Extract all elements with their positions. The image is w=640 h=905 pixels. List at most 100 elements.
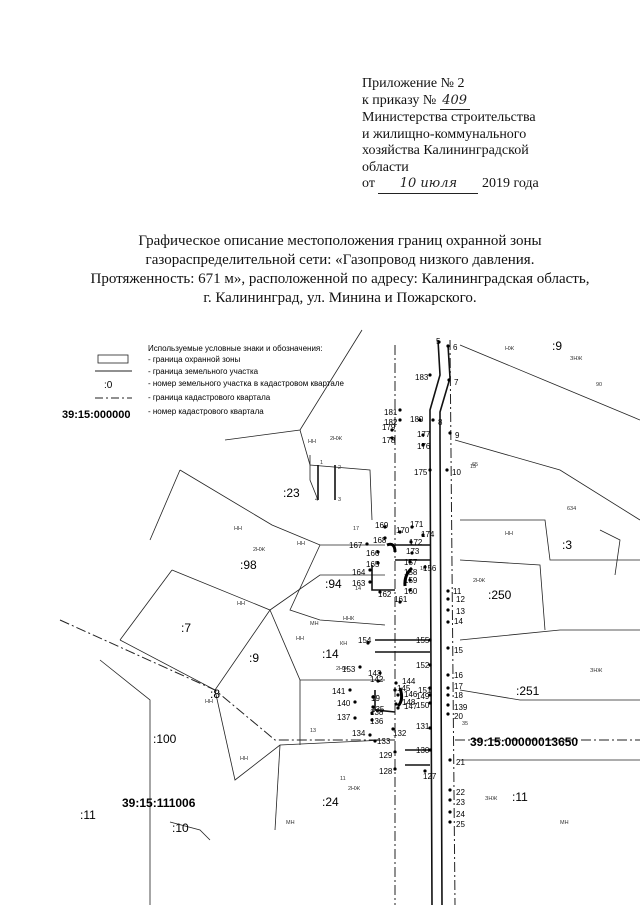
boundary-point-marker — [410, 525, 414, 529]
misc-label: 634 — [567, 506, 576, 512]
legend-item-1: - граница охранной зоны — [148, 355, 241, 364]
boundary-point-marker — [408, 569, 412, 573]
boundary-point-marker — [368, 580, 372, 584]
boundary-point-label: 16 — [454, 671, 463, 680]
date-handwritten: 10 июля — [378, 176, 479, 194]
misc-label: 15 — [470, 464, 476, 470]
boundary-point-label: 139 — [454, 703, 468, 712]
order-number-handwritten: 409 — [439, 93, 470, 110]
boundary-point-label: 18 — [454, 691, 463, 700]
misc-label: ЗНЖ — [590, 668, 602, 674]
legend-item-5: - номер кадастрового квартала — [148, 407, 264, 416]
boundary-point-marker — [446, 712, 450, 716]
document-title: Графическое описание местоположения гран… — [60, 232, 620, 308]
boundary-point-label: 171 — [410, 520, 424, 529]
boundary-point-label: 148 — [402, 698, 416, 707]
boundary-point-label: 147 — [404, 702, 418, 711]
misc-label: НН — [234, 526, 242, 532]
appendix-order-line: к приказу № 409 — [362, 93, 622, 110]
boundary-point-label: 146 — [404, 690, 418, 699]
misc-label: 2НЖ — [253, 547, 265, 553]
appendix-line-1: Приложение № 2 — [362, 76, 465, 91]
boundary-point-label: 12 — [456, 595, 465, 604]
boundary-point-marker — [390, 428, 394, 432]
parcel-label: :23 — [283, 486, 300, 500]
boundary-point-label: 144 — [402, 677, 416, 686]
misc-label: 3 — [338, 497, 341, 503]
boundary-point-marker — [409, 540, 413, 544]
misc-label: 2НЖ — [330, 436, 342, 442]
boundary-point-label: 141 — [332, 687, 346, 696]
misc-label: 90 — [596, 382, 602, 388]
boundary-point-marker — [418, 418, 422, 422]
boundary-point-label: 10 — [452, 468, 461, 477]
boundary-point-label: 183 — [415, 373, 429, 382]
boundary-point-marker — [446, 693, 450, 697]
legend: Используемые условные знаки и обозначени… — [62, 344, 345, 421]
boundary-point-marker — [378, 590, 382, 594]
title-line-1: Графическое описание местоположения гран… — [138, 233, 542, 249]
boundary-point-label: 130 — [416, 746, 430, 755]
boundary-point-marker — [408, 560, 412, 564]
boundary-point-label: 135 — [371, 705, 385, 714]
legend-zone-swatch — [97, 354, 129, 364]
boundary-point-label: 164 — [352, 568, 366, 577]
boundary-point-marker — [371, 705, 375, 709]
legend-symbol-quarter: 39:15:000000 — [62, 409, 131, 421]
boundary-point-label: 154 — [358, 636, 372, 645]
misc-label: 2НЖ — [473, 578, 485, 584]
misc-label: 65 — [472, 462, 478, 468]
boundary-point-marker — [393, 750, 397, 754]
boundary-point-label: 160 — [404, 587, 418, 596]
boundary-point-marker — [446, 646, 450, 650]
boundary-point-label: 156 — [423, 564, 437, 573]
boundary-point-marker — [446, 344, 450, 348]
boundary-point-marker — [370, 718, 374, 722]
boundary-point-label: 165 — [366, 560, 380, 569]
misc-label: ЗНЖ — [570, 356, 582, 362]
boundary-point-marker — [398, 600, 402, 604]
boundary-point-label: 153 — [342, 665, 356, 674]
boundary-point-marker — [428, 726, 432, 730]
boundary-point-marker — [378, 671, 382, 675]
boundary-point-marker — [376, 561, 380, 565]
boundary-point-label: 168 — [373, 536, 387, 545]
appendix-line-3: Министерства строительства — [362, 110, 536, 125]
boundary-point-marker — [398, 530, 402, 534]
boundary-point-label: 162 — [378, 590, 392, 599]
boundary-point-label: 149 — [416, 692, 430, 701]
misc-label: МН — [560, 820, 569, 826]
legend-item-4: - граница кадастрового квартала — [148, 393, 271, 402]
boundary-point-marker — [421, 433, 425, 437]
misc-label: 13 — [310, 728, 316, 734]
boundary-point-marker — [393, 688, 397, 692]
zone-corners-bold — [386, 542, 414, 708]
quarter-label: 39:15:111006 — [122, 796, 196, 810]
parcel-boundaries — [99, 329, 640, 905]
misc-label: 2НЖ — [336, 666, 348, 672]
boundary-point-marker — [448, 758, 452, 762]
boundary-point-marker — [428, 701, 432, 705]
legend-item-2: - граница земельного участка — [148, 367, 259, 376]
appendix-line-5: хозяйства Калининградской — [362, 143, 529, 158]
boundary-point-marker — [370, 711, 374, 715]
boundary-point-marker — [373, 739, 377, 743]
boundary-point-marker — [371, 695, 375, 699]
boundary-point-label: 129 — [379, 751, 393, 760]
misc-label: НЖ — [505, 346, 514, 352]
parcel-label: :11 — [80, 808, 96, 822]
boundary-point-marker — [428, 468, 432, 472]
boundary-point-marker — [428, 693, 432, 697]
boundary-point-label: 134 — [352, 729, 366, 738]
boundary-point-marker — [423, 565, 427, 569]
boundary-point-label: 19 — [371, 694, 380, 703]
boundary-point-marker — [445, 468, 449, 472]
boundary-point-label: 145 — [397, 684, 411, 693]
boundary-point-label: 133 — [377, 737, 391, 746]
boundary-point-marker — [391, 727, 395, 731]
misc-label: 11 — [340, 776, 346, 782]
boundary-point-label: 137 — [337, 713, 351, 722]
boundary-point-label: 22 — [456, 788, 465, 797]
appendix-line-6: области — [362, 159, 409, 175]
